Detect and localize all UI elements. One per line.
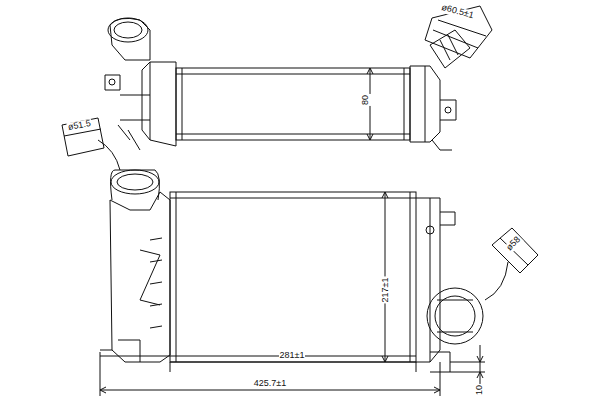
overall-width-dimension: 425.7±1 xyxy=(253,379,287,389)
offset-dimension: 10 xyxy=(475,384,485,396)
front-view xyxy=(100,170,538,396)
width-dimension: 281±1 xyxy=(279,351,306,361)
height-dimension: 80 xyxy=(361,94,371,106)
diameter-dimension: ø60.5±1 xyxy=(439,3,475,22)
top-view xyxy=(62,6,492,170)
height-dimension: 217±1 xyxy=(380,277,390,304)
